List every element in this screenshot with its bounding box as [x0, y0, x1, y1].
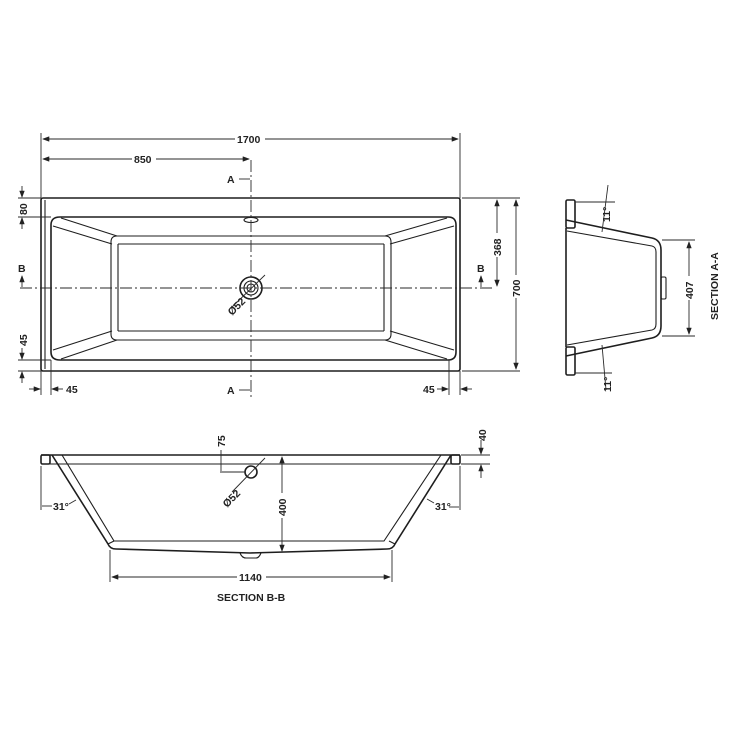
section-b-b: Ø52 75 400 40 31° 31° 1140 SECTION B-B [40, 429, 490, 604]
section-mark-b-right: B [477, 263, 485, 275]
section-b-outer [51, 454, 452, 554]
plan-bowl-edge [50, 216, 457, 361]
section-mark-b-left: B [18, 263, 26, 275]
dim-waste-offset: 368 [492, 238, 504, 256]
dim-overflow-height: 75 [216, 435, 228, 447]
dim-half-length: 850 [134, 154, 152, 166]
dim-angle-a-top: 11° [601, 207, 613, 222]
dim-angle-a-bottom: 11° [602, 377, 614, 392]
section-b-overflow-diameter: Ø52 [221, 487, 244, 510]
section-a-a: 11° 11° 407 SECTION A-A [565, 184, 721, 392]
dim-rim-right: 45 [423, 384, 435, 396]
dim-rim-bottom: 45 [18, 334, 30, 346]
dim-overall-width: 700 [511, 279, 523, 297]
section-a-outer [565, 219, 662, 357]
dim-rim-left: 45 [66, 384, 78, 396]
waste-diameter-label: Ø52 [226, 295, 249, 318]
dim-base-length: 1140 [239, 572, 262, 584]
section-b-b-title: SECTION B-B [217, 592, 286, 604]
section-mark-a-top: A [227, 174, 235, 186]
section-a-a-title: SECTION A-A [709, 252, 721, 320]
dim-base-width: 407 [684, 281, 696, 299]
section-b-drain [239, 552, 262, 559]
dim-depth: 400 [277, 498, 289, 516]
section-a-waste [660, 276, 667, 300]
section-mark-a-bottom: A [227, 385, 235, 397]
dim-angle-left: 31° [53, 501, 69, 513]
plan-view: Ø52 A A B B 1700 850 80 45 [18, 133, 523, 400]
plan-outer-rim [40, 197, 461, 372]
dim-rim-thickness: 40 [477, 429, 489, 441]
dim-rim-top: 80 [18, 203, 30, 215]
dim-angle-right: 31° [435, 501, 451, 513]
dim-overall-length: 1700 [237, 134, 261, 146]
